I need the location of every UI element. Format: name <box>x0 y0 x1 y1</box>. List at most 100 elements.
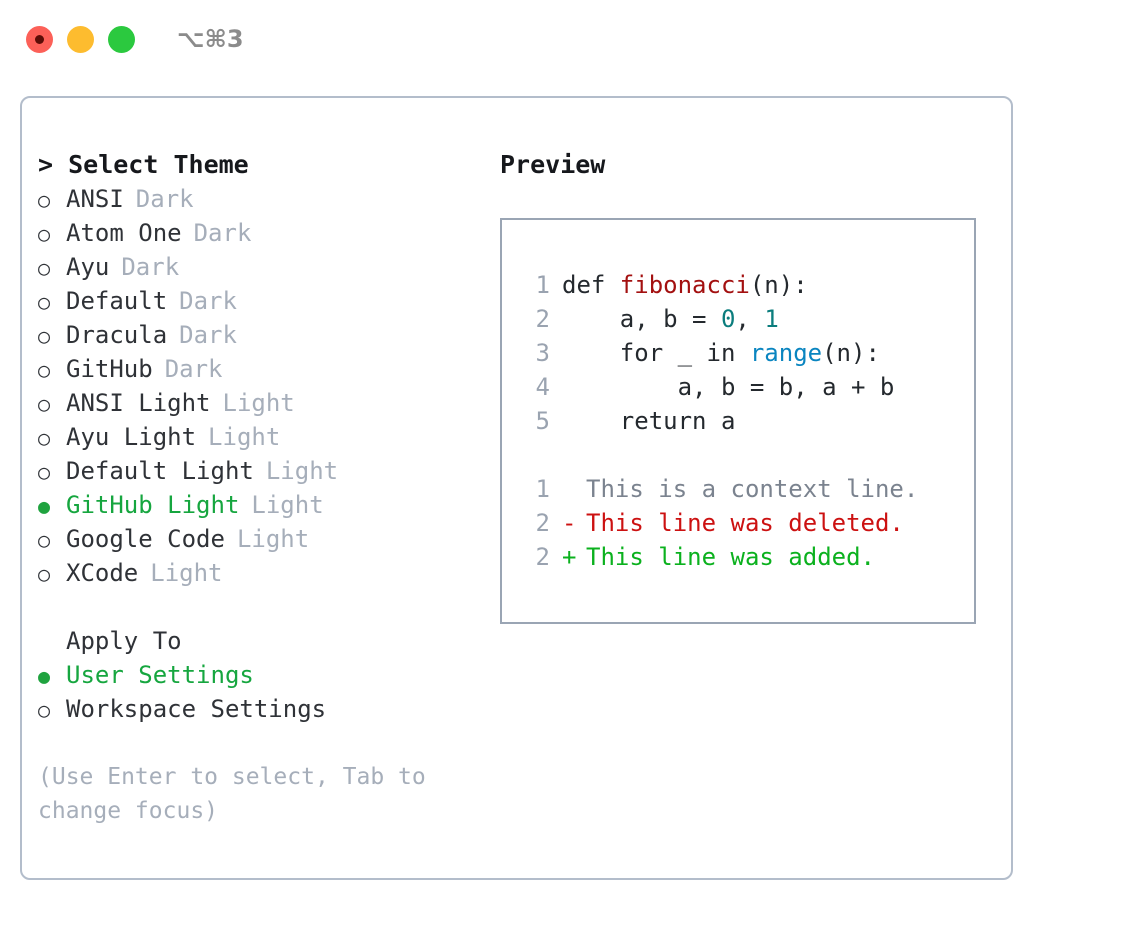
apply-to-title: Apply To <box>66 627 182 655</box>
close-button[interactable] <box>26 25 53 53</box>
line-number: 5 <box>535 407 550 435</box>
theme-variant-label: Light <box>265 457 339 485</box>
code-token-plain: return a <box>562 407 736 435</box>
apply-to-item[interactable]: ●User Settings <box>38 658 488 692</box>
radio-unselected-icon: ○ <box>38 392 51 416</box>
code-line: 4 a, b = b, a + b <box>520 370 974 404</box>
shortcut-label: ⌥⌘3 <box>177 25 244 53</box>
theme-list-item[interactable]: ○ Ayu Dark <box>38 250 488 284</box>
line-number: 4 <box>535 373 550 401</box>
page-title: > Select Theme <box>38 150 249 179</box>
theme-name-label: XCode <box>66 559 139 587</box>
code-token-plain: def <box>562 271 620 299</box>
line-number: 3 <box>535 339 550 367</box>
code-token-call: range <box>749 339 823 367</box>
diff-sample: 1 This is a context line. 2-This line was… <box>520 472 974 574</box>
theme-name-label: Ayu Light <box>66 423 197 451</box>
theme-name-label: Google Code <box>66 525 225 553</box>
radio-unselected-icon: ○ <box>38 222 51 246</box>
theme-list-item[interactable]: ○ XCode Light <box>38 556 488 590</box>
code-text: a, b = b, a + b <box>550 370 895 404</box>
title-bar: ⌥⌘3 <box>0 0 1140 78</box>
theme-name-label: Dracula <box>66 321 168 349</box>
window-controls <box>26 25 135 53</box>
diff-sign: - <box>562 509 577 537</box>
diff-content: This line was added. <box>586 543 875 571</box>
radio-unselected-icon: ○ <box>38 562 51 586</box>
diff-text: This is a context line. <box>550 472 918 506</box>
theme-list-item[interactable]: ○ Google Code Light <box>38 522 488 556</box>
minimize-button[interactable] <box>67 25 94 53</box>
code-token-plain: a, b = <box>562 305 721 333</box>
line-number: 2 <box>535 509 550 537</box>
code-text: return a <box>550 404 736 438</box>
theme-name-label: Ayu <box>66 253 110 281</box>
theme-name-label: Default <box>66 287 168 315</box>
diff-text: + This line was added. <box>550 540 875 574</box>
code-line: 5 return a <box>520 404 974 438</box>
radio-unselected-icon: ○ <box>38 698 51 722</box>
code-token-plain: , <box>735 305 765 333</box>
recording-dot-icon <box>35 34 44 44</box>
theme-variant-label: Dark <box>164 355 223 383</box>
theme-variant-label: Dark <box>121 253 180 281</box>
theme-variant-label: Light <box>150 559 223 587</box>
theme-name-label: GitHub Light <box>66 491 240 519</box>
line-number: 1 <box>535 475 550 503</box>
theme-name-label: Default Light <box>66 457 254 485</box>
radio-unselected-icon: ○ <box>38 188 51 212</box>
radio-unselected-icon: ○ <box>38 426 51 450</box>
line-number: 1 <box>535 271 550 299</box>
theme-variant-label: Dark <box>193 219 252 247</box>
code-line: 2 a, b = 0, 1 <box>520 302 974 336</box>
code-token-plain: a, b = b, a + b <box>562 373 895 401</box>
diff-line: 1 This is a context line. <box>520 472 974 506</box>
line-number: 2 <box>535 543 550 571</box>
diff-text: -This line was deleted. <box>550 506 904 540</box>
spacer <box>520 438 974 472</box>
theme-name-label: ANSI Light <box>66 389 211 417</box>
radio-unselected-icon: ○ <box>38 256 51 280</box>
radio-unselected-icon: ○ <box>38 528 51 552</box>
theme-variant-label: Dark <box>179 321 237 349</box>
diff-content: This is a context line. <box>586 475 919 503</box>
theme-list-item[interactable]: ○ Dracula Dark <box>38 318 488 352</box>
apply-to-item[interactable]: ○ Workspace Settings <box>38 692 488 726</box>
code-token-plain: (n): <box>822 339 880 367</box>
theme-variant-label: Dark <box>179 287 237 315</box>
spacer <box>38 590 488 624</box>
diff-sign: + <box>562 543 577 571</box>
code-line: 3 for _ in range(n): <box>520 336 974 370</box>
radio-unselected-icon: ○ <box>38 460 51 484</box>
code-token-plain: (n): <box>749 271 808 299</box>
preview-title: Preview <box>500 150 606 179</box>
theme-name-label: ANSI <box>66 185 124 213</box>
theme-list-item[interactable]: ○ Default Light Light <box>38 454 488 488</box>
apply-to-label: Workspace Settings <box>66 695 327 723</box>
code-token-num: 0 <box>720 305 736 333</box>
keyboard-hint: (Use Enter to select, Tab to change focu… <box>38 764 440 824</box>
radio-unselected-icon: ○ <box>38 324 51 348</box>
theme-variant-label: Light <box>222 389 295 417</box>
apply-to-list: ●User Settings ○ Workspace Settings <box>38 658 488 726</box>
maximize-button[interactable] <box>108 25 135 53</box>
theme-list-item[interactable]: ○ ANSI Light Light <box>38 386 488 420</box>
radio-unselected-icon: ○ <box>38 358 51 382</box>
code-text: def fibonacci(n): <box>550 268 808 302</box>
diff-sign <box>562 472 586 506</box>
theme-variant-label: Light <box>251 491 324 519</box>
theme-variant-label: Light <box>236 525 310 553</box>
code-token-plain: for _ in <box>562 339 750 367</box>
code-text: a, b = 0, 1 <box>550 302 779 336</box>
